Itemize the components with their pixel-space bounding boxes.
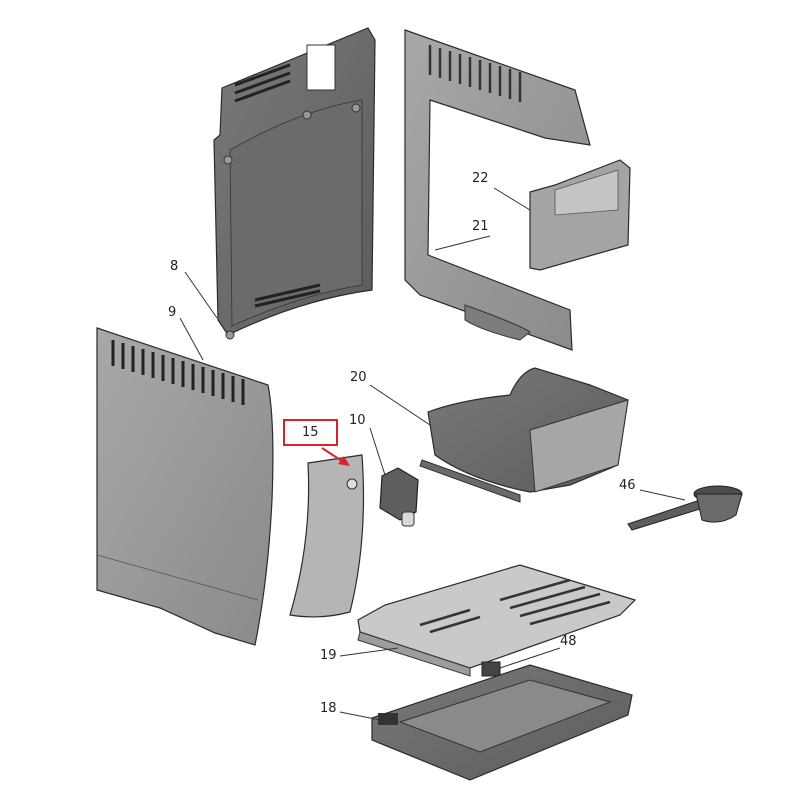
callout-20: 20 [350,370,367,385]
part-48-float [481,661,501,677]
callout-15: 15 [302,425,319,440]
part-18-tray-base [371,664,633,781]
part-21-side-frame [404,29,591,351]
part-19-tray-grid [357,564,637,677]
part-8-rear-panel [213,27,376,340]
part-22-holder [529,159,631,271]
callout-46: 46 [619,478,636,493]
callout-22: 22 [472,171,489,186]
part-9-side-cover [96,327,274,646]
callout-9: 9 [168,305,177,320]
callout-48: 48 [560,634,577,649]
part-20-container [419,367,629,503]
part-10-connector [379,467,419,527]
part-15-front-panel [289,454,365,618]
highlight-box [283,419,338,446]
callout-8: 8 [170,259,179,274]
callout-18: 18 [320,701,337,716]
callout-10: 10 [349,413,366,428]
highlight-arrow [321,447,350,466]
callout-19: 19 [320,648,337,663]
leader-lines [179,187,686,721]
part-46-scoop [627,485,743,531]
callout-21: 21 [472,219,489,234]
